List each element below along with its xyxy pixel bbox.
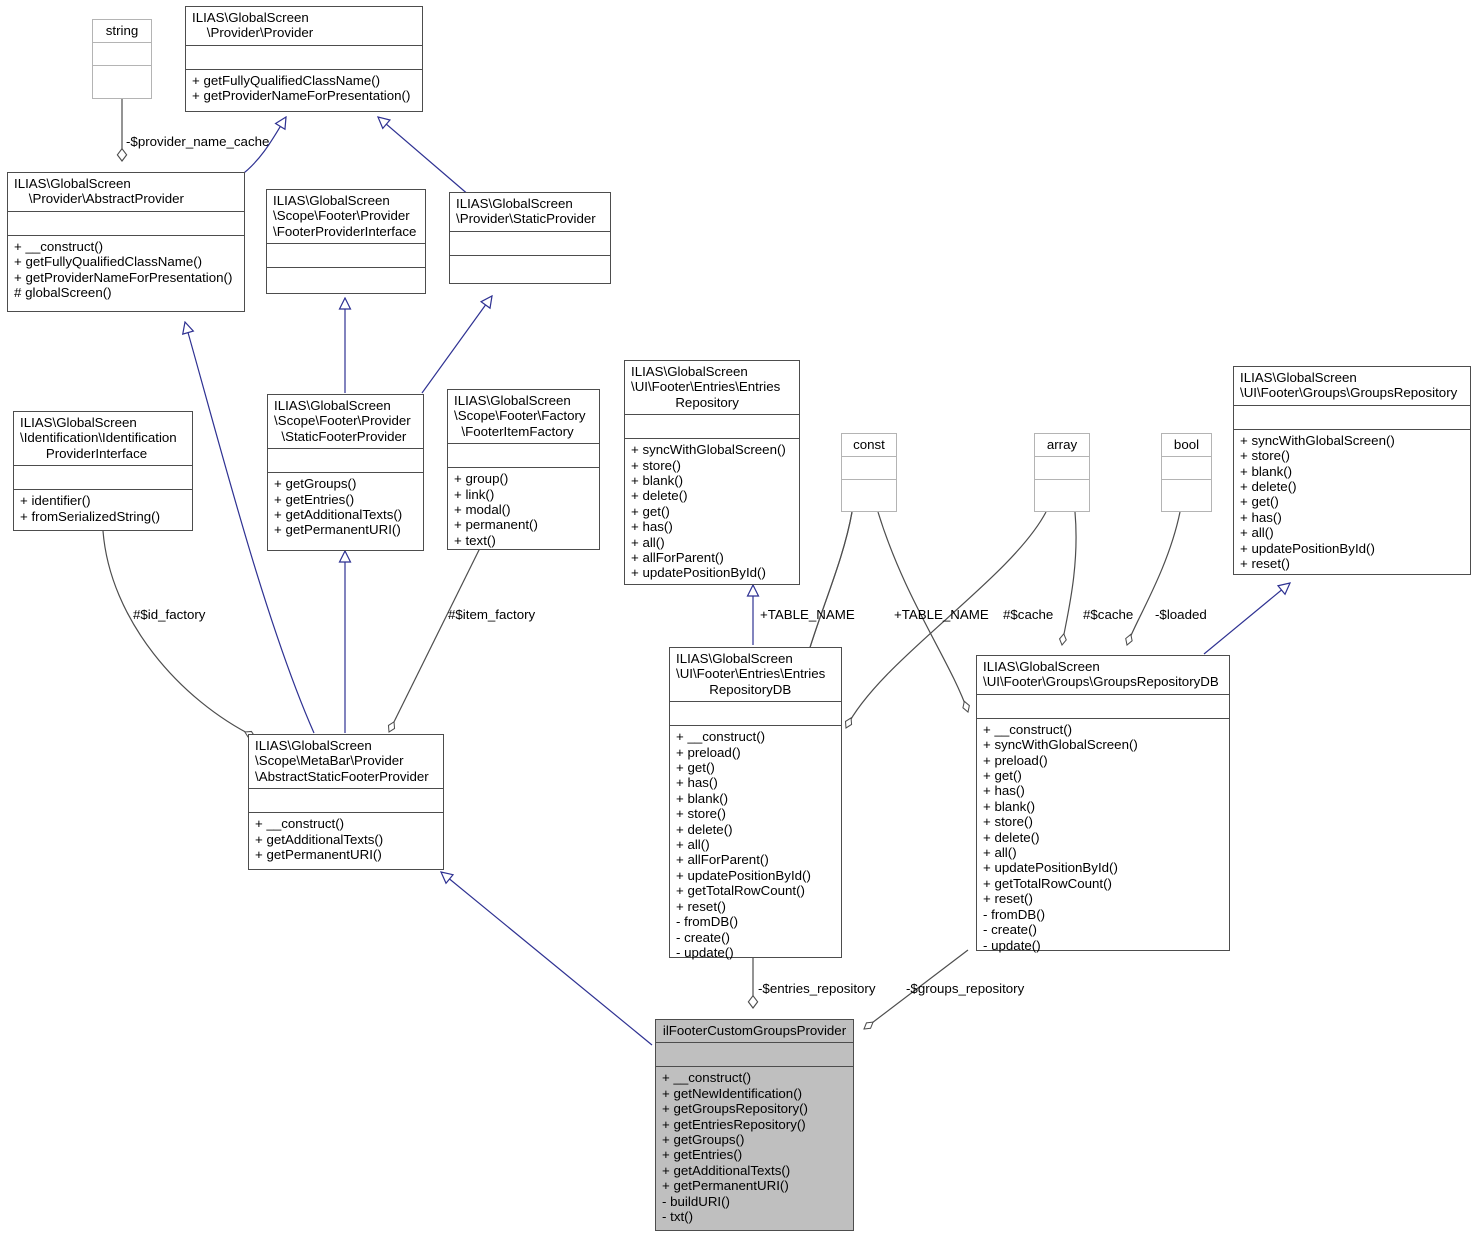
class-operations-const xyxy=(842,480,896,507)
edge-label-item-factory: #$item_factory xyxy=(448,607,536,622)
class-name-entries-repository: ILIAS\GlobalScreen \UI\Footer\Entries\En… xyxy=(625,361,799,416)
class-box-identification-provider-interface[interactable]: ILIAS\GlobalScreen \Identification\Ident… xyxy=(13,411,193,531)
edge-label-cache-entries: #$cache xyxy=(1003,607,1054,622)
class-attributes-footer-item-factory xyxy=(448,444,599,469)
class-attributes-string xyxy=(93,43,151,67)
class-name-const: const xyxy=(842,434,896,458)
class-box-array[interactable]: array xyxy=(1034,433,1090,512)
class-box-entries-repository-db[interactable]: ILIAS\GlobalScreen \UI\Footer\Entries\En… xyxy=(669,647,842,960)
class-box-static-footer-provider[interactable]: ILIAS\GlobalScreen \Scope\Footer\Provide… xyxy=(267,394,424,551)
edge-label-entries-repository-ref: -$entries_repository xyxy=(758,981,876,996)
class-operations-string xyxy=(93,66,151,93)
class-attributes-identification-provider-interface xyxy=(14,466,192,491)
class-box-string[interactable]: string xyxy=(92,19,152,99)
class-attributes-entries-repository-db xyxy=(670,702,841,727)
class-name-abstract-provider: ILIAS\GlobalScreen \Provider\AbstractPro… xyxy=(8,173,244,212)
edge-label-provider-name-cache: -$provider_name_cache xyxy=(126,134,270,149)
class-name-provider: ILIAS\GlobalScreen \Provider\Provider xyxy=(186,7,422,46)
edge-label-id-factory: #$id_factory xyxy=(133,607,206,622)
class-name-string: string xyxy=(93,20,151,44)
class-name-groups-repository: ILIAS\GlobalScreen \UI\Footer\Groups\Gro… xyxy=(1234,367,1470,406)
edge-label-groups-repository-ref: -$groups_repository xyxy=(906,981,1025,996)
class-operations-entries-repository-db: + __construct() + preload() + get() + ha… xyxy=(676,729,811,960)
class-name-groups-repository-db: ILIAS\GlobalScreen \UI\Footer\Groups\Gro… xyxy=(977,656,1229,695)
class-name-array: array xyxy=(1035,434,1089,458)
class-operations-bool xyxy=(1162,480,1211,507)
edge-label-table-name-entries: +TABLE_NAME xyxy=(760,607,855,622)
class-attributes-bool xyxy=(1162,457,1211,481)
class-box-il-footer-custom-groups-provider[interactable]: ilFooterCustomGroupsProvider + __constru… xyxy=(655,1019,854,1231)
class-attributes-entries-repository xyxy=(625,415,799,440)
class-operations-identification-provider-interface: + identifier() + fromSerializedString() xyxy=(20,493,161,524)
class-attributes-array xyxy=(1035,457,1089,481)
class-box-footer-provider-interface[interactable]: ILIAS\GlobalScreen \Scope\Footer\Provide… xyxy=(266,189,426,294)
class-box-const[interactable]: const xyxy=(841,433,897,512)
class-name-identification-provider-interface: ILIAS\GlobalScreen \Identification\Ident… xyxy=(14,412,192,467)
class-box-entries-repository[interactable]: ILIAS\GlobalScreen \UI\Footer\Entries\En… xyxy=(624,360,800,585)
class-attributes-static-provider xyxy=(450,232,610,256)
class-box-provider[interactable]: ILIAS\GlobalScreen \Provider\Provider + … xyxy=(185,6,423,112)
edge-label-loaded: -$loaded xyxy=(1155,607,1207,622)
class-name-static-provider: ILIAS\GlobalScreen \Provider\StaticProvi… xyxy=(450,193,610,232)
class-attributes-const xyxy=(842,457,896,481)
class-attributes-abstract-static-footer-provider xyxy=(249,789,443,814)
class-operations-groups-repository: + syncWithGlobalScreen() + store() + bla… xyxy=(1240,432,1395,572)
class-box-groups-repository[interactable]: ILIAS\GlobalScreen \UI\Footer\Groups\Gro… xyxy=(1233,366,1471,575)
class-operations-il-footer-custom-groups-provider: + __construct() + getNewIdentification()… xyxy=(656,1067,853,1229)
class-attributes-provider xyxy=(186,46,422,70)
class-box-groups-repository-db[interactable]: ILIAS\GlobalScreen \UI\Footer\Groups\Gro… xyxy=(976,655,1230,953)
class-name-abstract-static-footer-provider: ILIAS\GlobalScreen \Scope\MetaBar\Provid… xyxy=(249,735,443,790)
class-attributes-groups-repository xyxy=(1234,406,1470,430)
class-operations-abstract-provider: + __construct() + getFullyQualifiedClass… xyxy=(14,238,233,301)
edge-label-table-name-groups: +TABLE_NAME xyxy=(894,607,989,622)
class-operations-provider: + getFullyQualifiedClassName() + getProv… xyxy=(192,72,411,104)
class-box-footer-item-factory[interactable]: ILIAS\GlobalScreen \Scope\Footer\Factory… xyxy=(447,389,600,550)
class-attributes-abstract-provider xyxy=(8,212,244,236)
class-box-abstract-static-footer-provider[interactable]: ILIAS\GlobalScreen \Scope\MetaBar\Provid… xyxy=(248,734,444,870)
class-operations-entries-repository: + syncWithGlobalScreen() + store() + bla… xyxy=(631,442,786,581)
class-box-bool[interactable]: bool xyxy=(1161,433,1212,512)
class-name-static-footer-provider: ILIAS\GlobalScreen \Scope\Footer\Provide… xyxy=(268,395,423,450)
class-operations-static-footer-provider: + getGroups() + getEntries() + getAdditi… xyxy=(274,476,403,538)
class-attributes-il-footer-custom-groups-provider xyxy=(656,1043,853,1068)
edge-label-cache-groups: #$cache xyxy=(1083,607,1134,622)
class-operations-array xyxy=(1035,480,1089,507)
class-name-footer-provider-interface: ILIAS\GlobalScreen \Scope\Footer\Provide… xyxy=(267,190,425,245)
class-operations-groups-repository-db: + __construct() + syncWithGlobalScreen()… xyxy=(983,721,1138,953)
class-attributes-footer-provider-interface xyxy=(267,244,425,269)
class-name-entries-repository-db: ILIAS\GlobalScreen \UI\Footer\Entries\En… xyxy=(670,648,841,703)
class-name-il-footer-custom-groups-provider: ilFooterCustomGroupsProvider xyxy=(656,1020,853,1044)
class-operations-static-provider xyxy=(450,256,610,277)
class-name-footer-item-factory: ILIAS\GlobalScreen \Scope\Footer\Factory… xyxy=(448,390,599,445)
class-attributes-groups-repository-db xyxy=(977,695,1229,719)
class-attributes-static-footer-provider xyxy=(268,449,423,474)
class-operations-footer-item-factory: + group() + link() + modal() + permanent… xyxy=(454,471,538,548)
class-name-bool: bool xyxy=(1162,434,1211,458)
class-box-abstract-provider[interactable]: ILIAS\GlobalScreen \Provider\AbstractPro… xyxy=(7,172,245,312)
class-operations-abstract-static-footer-provider: + __construct() + getAdditionalTexts() +… xyxy=(255,816,384,863)
class-box-static-provider[interactable]: ILIAS\GlobalScreen \Provider\StaticProvi… xyxy=(449,192,611,284)
class-operations-footer-provider-interface xyxy=(267,268,425,289)
